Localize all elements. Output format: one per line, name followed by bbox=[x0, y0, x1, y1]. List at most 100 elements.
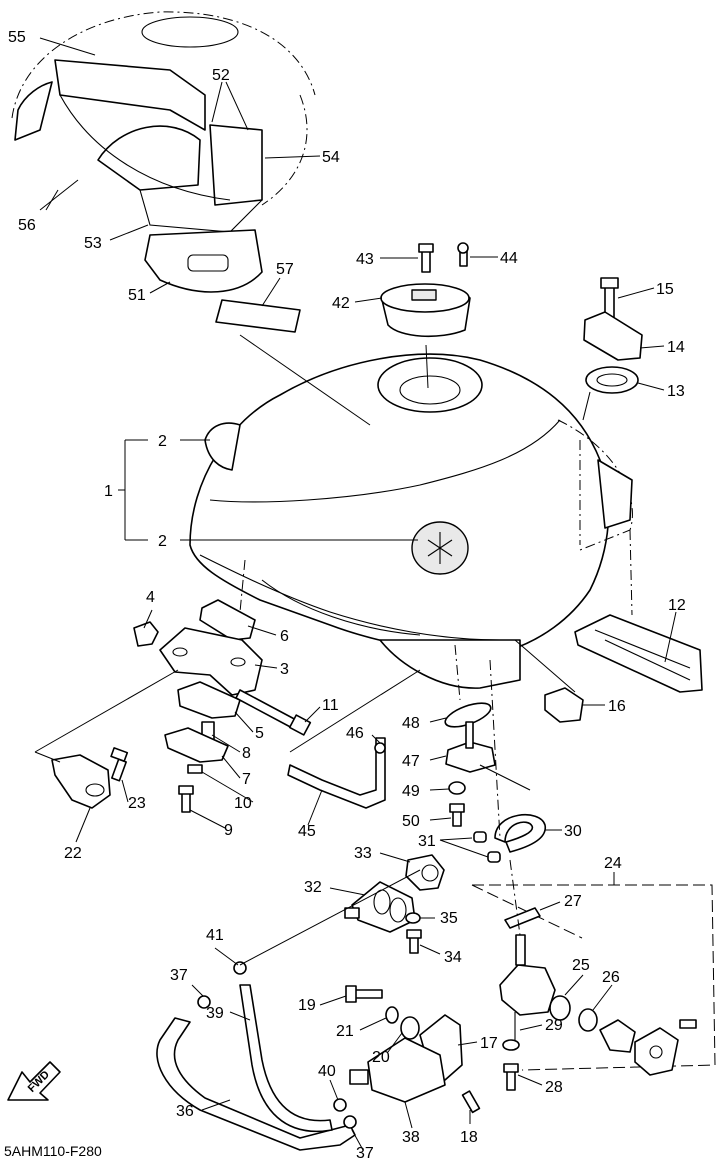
callout-18: 18 bbox=[460, 1129, 478, 1146]
diagram-code: 5AHM110-F280 bbox=[4, 1143, 102, 1159]
callout-36: 36 bbox=[176, 1103, 194, 1120]
cover-plate bbox=[144, 229, 263, 293]
callout-7: 7 bbox=[242, 771, 251, 788]
callout-31: 31 bbox=[418, 833, 436, 850]
filler-cap bbox=[380, 283, 471, 338]
callout-35: 35 bbox=[440, 910, 458, 927]
bolt-50 bbox=[449, 803, 465, 827]
callout-27: 27 bbox=[564, 893, 582, 910]
callout-53: 53 bbox=[84, 235, 102, 252]
clip-46 bbox=[374, 742, 386, 754]
callout-9: 9 bbox=[224, 822, 233, 839]
callout-labels: 55 52 54 56 53 51 57 43 44 42 15 14 13 2… bbox=[8, 29, 686, 1161]
callout-20: 20 bbox=[372, 1049, 390, 1066]
washer-49 bbox=[448, 781, 466, 795]
pump-38 bbox=[349, 1037, 446, 1103]
callout-25: 25 bbox=[572, 957, 590, 974]
callout-42: 42 bbox=[332, 295, 350, 312]
plate-7 bbox=[164, 727, 229, 763]
callout-54: 54 bbox=[322, 149, 340, 166]
callout-56: 56 bbox=[18, 217, 36, 234]
callout-22: 22 bbox=[64, 845, 82, 862]
sender-47 bbox=[445, 721, 531, 791]
lever bbox=[599, 1019, 636, 1053]
callout-2b: 2 bbox=[158, 533, 167, 550]
bracket-3 bbox=[159, 627, 263, 696]
callout-11: 11 bbox=[322, 697, 339, 714]
callout-41: 41 bbox=[206, 927, 224, 944]
damper-12 bbox=[574, 614, 703, 693]
callout-46: 46 bbox=[346, 725, 364, 742]
ring-26 bbox=[578, 1008, 598, 1032]
washer-35 bbox=[405, 912, 421, 924]
callout-57: 57 bbox=[276, 261, 294, 278]
callout-16: 16 bbox=[608, 698, 626, 715]
gasket-27 bbox=[504, 907, 541, 929]
callout-37b: 37 bbox=[356, 1145, 374, 1161]
callout-12: 12 bbox=[668, 597, 686, 614]
callout-8: 8 bbox=[242, 745, 251, 762]
tank-cover bbox=[11, 11, 316, 233]
callout-34: 34 bbox=[444, 949, 462, 966]
callout-19: 19 bbox=[298, 997, 316, 1014]
fwd-arrow-icon: FWD bbox=[7, 1061, 61, 1101]
clip-40 bbox=[333, 1098, 347, 1112]
callout-6: 6 bbox=[280, 628, 289, 645]
callout-44: 44 bbox=[500, 250, 518, 267]
callout-1: 1 bbox=[104, 483, 113, 500]
callout-4: 4 bbox=[146, 589, 155, 606]
assembly-lines bbox=[34, 334, 633, 966]
callout-14: 14 bbox=[667, 339, 685, 356]
bolt-9 bbox=[178, 785, 194, 813]
callout-21: 21 bbox=[336, 1023, 354, 1040]
callout-leaders bbox=[39, 37, 677, 1151]
hose-39 bbox=[239, 984, 333, 1133]
bolt-18 bbox=[461, 1090, 481, 1114]
callout-33: 33 bbox=[354, 845, 372, 862]
label-plate bbox=[215, 299, 301, 333]
plate bbox=[634, 1019, 697, 1076]
callout-55: 55 bbox=[8, 29, 26, 46]
clip-37b bbox=[343, 1115, 357, 1129]
clip-37a bbox=[197, 995, 211, 1009]
callout-24: 24 bbox=[604, 855, 622, 872]
hose-30 bbox=[494, 813, 546, 853]
filter-32 bbox=[344, 881, 416, 933]
grommet-20 bbox=[400, 1016, 420, 1040]
callout-45: 45 bbox=[298, 823, 316, 840]
callout-32: 32 bbox=[304, 879, 322, 896]
bolt-44 bbox=[457, 242, 469, 267]
bolt-23 bbox=[110, 747, 129, 782]
callout-39: 39 bbox=[206, 1005, 224, 1022]
clip-41 bbox=[233, 961, 247, 975]
callout-15: 15 bbox=[656, 281, 674, 298]
callout-30: 30 bbox=[564, 823, 582, 840]
damper-16 bbox=[544, 687, 584, 723]
fitting-22 bbox=[51, 754, 111, 809]
bolt-28 bbox=[503, 1063, 519, 1091]
washer-29 bbox=[502, 1039, 520, 1051]
callout-50: 50 bbox=[402, 813, 420, 830]
callout-3: 3 bbox=[280, 661, 289, 678]
callout-17: 17 bbox=[480, 1035, 498, 1052]
bolt-19 bbox=[345, 985, 383, 1003]
callout-49: 49 bbox=[402, 783, 420, 800]
callout-47: 47 bbox=[402, 753, 420, 770]
bolt-34 bbox=[406, 929, 422, 954]
callout-51: 51 bbox=[128, 287, 146, 304]
callout-2a: 2 bbox=[158, 433, 167, 450]
seal-25 bbox=[549, 995, 571, 1021]
callout-43: 43 bbox=[356, 251, 374, 268]
callout-23: 23 bbox=[128, 795, 146, 812]
callout-26: 26 bbox=[602, 969, 620, 986]
bracket-6 bbox=[199, 599, 256, 641]
grommet-13 bbox=[585, 366, 639, 394]
callout-37a: 37 bbox=[170, 967, 188, 984]
plate-5 bbox=[177, 681, 241, 719]
hose-45 bbox=[287, 737, 386, 809]
washer-10 bbox=[187, 764, 203, 774]
callout-13: 13 bbox=[667, 383, 685, 400]
callout-52: 52 bbox=[212, 67, 230, 84]
nut-4 bbox=[133, 621, 159, 647]
